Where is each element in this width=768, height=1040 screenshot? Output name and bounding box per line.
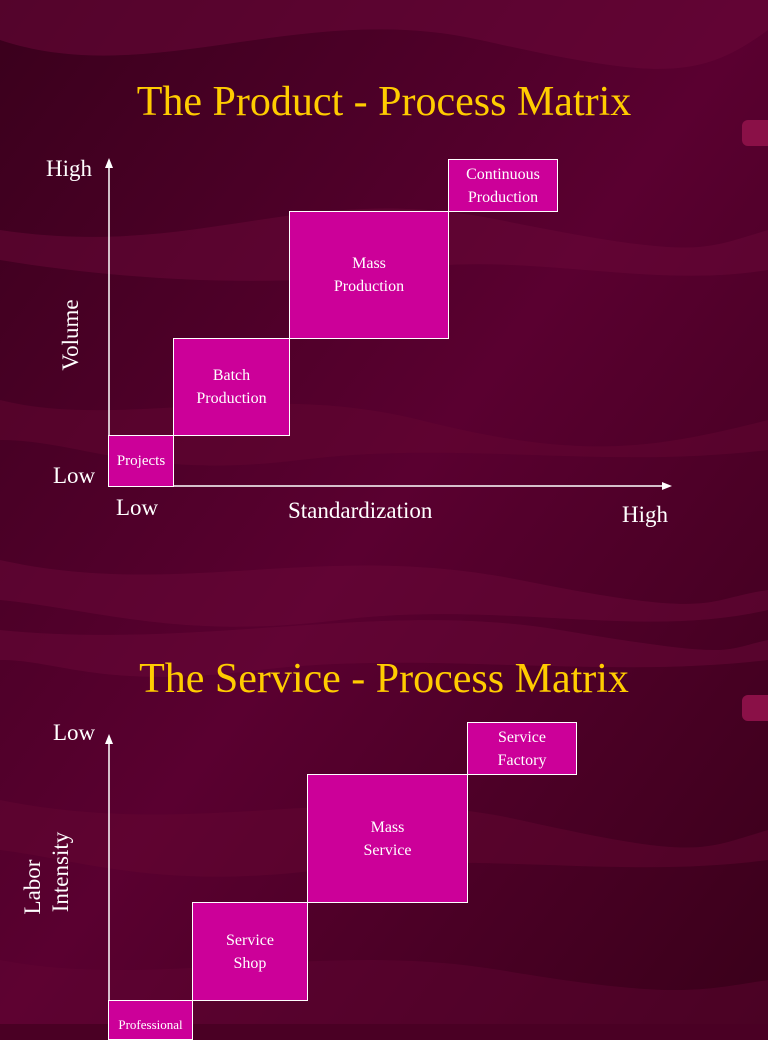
service-axes xyxy=(105,734,113,1024)
y-axis-high-label: High xyxy=(46,156,92,181)
y-axis-low-label: Low xyxy=(53,463,96,488)
y-axis-title-line2: Intensity xyxy=(48,831,73,913)
product-process-matrix-slide: The Product - Process Matrix High Low Vo… xyxy=(46,79,672,527)
stage-box-service-shop: Service Shop xyxy=(192,902,308,1001)
stage-box-mass-production: Mass Production xyxy=(289,211,449,339)
slide-title: The Product - Process Matrix xyxy=(136,79,632,125)
stage-box-continuous-production: Continuous Production xyxy=(448,159,558,212)
stage-box-service-factory: Service Factory xyxy=(467,722,577,775)
x-axis-low-label: Low xyxy=(116,495,159,520)
y-axis-top-label: Low xyxy=(53,720,96,745)
x-axis-title: Standardization xyxy=(288,498,433,523)
stage-box-mass-service: Mass Service xyxy=(307,774,468,903)
slide-tab-decoration xyxy=(742,120,768,146)
stage-box-projects: Projects xyxy=(108,435,174,487)
x-axis-high-label: High xyxy=(622,502,668,527)
stage-box-professional: Professional xyxy=(108,1000,193,1040)
stage-box-batch-production: Batch Production xyxy=(173,338,290,436)
slide-title: The Service - Process Matrix xyxy=(139,656,629,702)
y-axis-title: Volume xyxy=(58,299,83,371)
y-axis-title-line1: Labor xyxy=(20,859,45,915)
slide-tab-decoration xyxy=(742,695,768,721)
product-axes xyxy=(105,158,672,490)
service-process-matrix-slide: The Service - Process Matrix Low Labor I… xyxy=(0,560,768,1040)
